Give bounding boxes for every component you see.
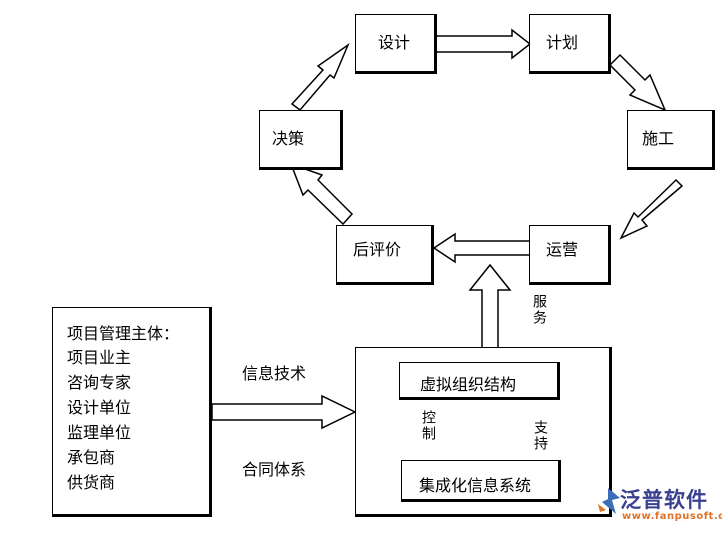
arrow-operation-to-post-evaluation — [432, 232, 531, 264]
support-label: 支持 — [532, 420, 548, 452]
contract-system-label: 合同体系 — [242, 460, 307, 479]
integrated-system-box: 集成化信息系统 — [401, 460, 561, 502]
virtual-org-label: 虚拟组织结构 — [420, 375, 517, 394]
post-evaluation-label: 后评价 — [353, 240, 402, 259]
stakeholders-title: 项目管理主体： — [67, 324, 180, 343]
fanpusoft-logo-icon — [598, 488, 620, 514]
service-label: 服务 — [531, 294, 547, 326]
stakeholder-item: 项目业主 — [67, 348, 132, 367]
construction-label: 施工 — [642, 129, 675, 148]
stakeholders-box: 项目管理主体： 项目业主 咨询专家 设计单位 监理单位 承包商 供货商 — [52, 307, 212, 517]
arrow-stakeholders-to-org — [211, 394, 357, 430]
stakeholder-item: 监理单位 — [67, 423, 132, 442]
arrow-decision-to-design — [290, 42, 350, 112]
post-evaluation-box: 后评价 — [336, 225, 434, 285]
operation-box: 运营 — [529, 225, 611, 285]
arrow-construction-to-operation — [619, 178, 684, 240]
logo-url: www.fanpusoft.com — [622, 511, 722, 522]
arrow-design-to-plan — [435, 28, 532, 60]
stakeholder-item: 咨询专家 — [67, 373, 132, 392]
arrow-post-evaluation-to-decision — [289, 162, 354, 226]
decision-label: 决策 — [272, 129, 305, 148]
stakeholder-item: 承包商 — [67, 448, 116, 467]
decision-box: 决策 — [259, 110, 343, 170]
construction-box: 施工 — [627, 110, 715, 170]
stakeholder-item: 供货商 — [67, 473, 116, 492]
operation-label: 运营 — [546, 240, 579, 259]
info-tech-label: 信息技术 — [242, 364, 307, 383]
plan-label: 计划 — [546, 33, 579, 52]
fanpusoft-logo: 泛普软件 www.fanpusoft.com — [594, 484, 722, 528]
arrow-service-up — [468, 263, 512, 349]
virtual-org-box: 虚拟组织结构 — [399, 362, 560, 400]
design-box: 设计 — [355, 14, 437, 74]
logo-name: 泛普软件 — [620, 488, 708, 512]
integrated-system-label: 集成化信息系统 — [419, 476, 532, 495]
stakeholders-list: 项目业主 咨询专家 设计单位 监理单位 承包商 供货商 — [67, 345, 131, 495]
control-label: 控制 — [420, 410, 436, 442]
design-label: 设计 — [378, 33, 411, 52]
stakeholder-item: 设计单位 — [67, 398, 132, 417]
plan-box: 计划 — [529, 14, 611, 74]
arrow-plan-to-construction — [608, 53, 667, 112]
